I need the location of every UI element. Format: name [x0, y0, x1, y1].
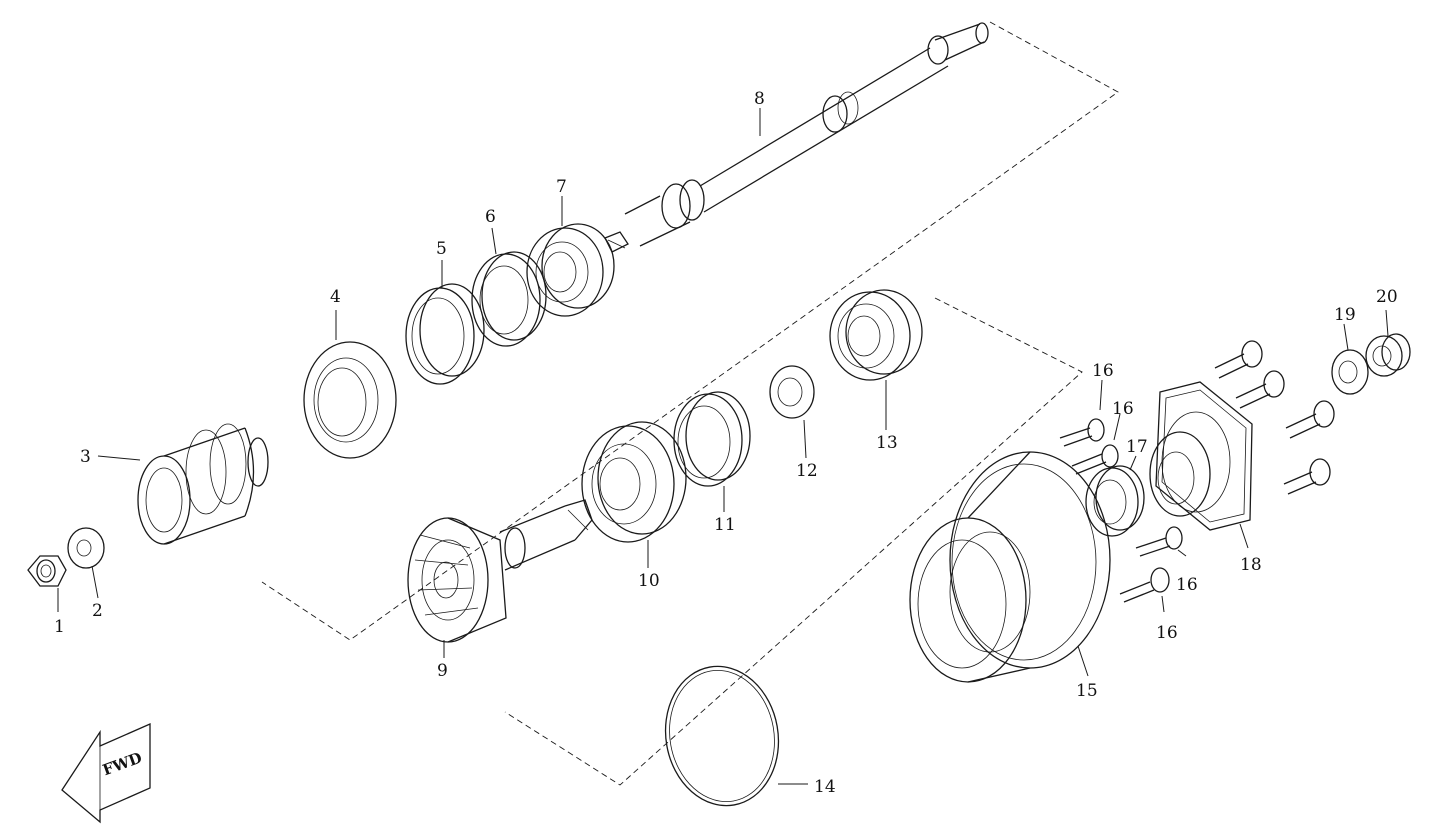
- flange-bolts: [1214, 340, 1335, 495]
- label-part-2: 2: [92, 601, 103, 621]
- label-part-8: 8: [754, 89, 765, 109]
- part-19-washer: [1331, 349, 1369, 395]
- part-11-needle-bearing: [673, 391, 751, 487]
- part-14-o-ring: [664, 665, 780, 807]
- label-part-16-b: 16: [1112, 399, 1134, 419]
- label-part-4: 4: [330, 287, 341, 307]
- part-3-splined-coupler: [137, 423, 269, 545]
- label-part-19: 19: [1334, 305, 1356, 325]
- part-10-ball-bearing: [581, 421, 687, 543]
- part-4-oil-seal: [303, 341, 397, 459]
- label-part-7: 7: [556, 177, 567, 197]
- label-part-9: 9: [437, 661, 448, 681]
- label-part-16-d: 16: [1156, 623, 1178, 643]
- label-part-10: 10: [638, 571, 660, 591]
- fwd-text: FWD: [100, 748, 144, 779]
- part-labels: 1 2 3 4 5 6 7 8 9 10 11 12 13 14 15 16 1…: [54, 89, 1398, 797]
- part-5-seal-ring: [405, 283, 485, 385]
- label-part-5: 5: [436, 239, 447, 259]
- fwd-direction-arrow: FWD: [61, 723, 151, 824]
- part-16-bolts: [1059, 418, 1183, 603]
- part-15-bearing-housing: [909, 451, 1111, 683]
- label-part-20: 20: [1376, 287, 1398, 307]
- part-17-seal: [1085, 465, 1145, 537]
- part-2-washer: [67, 527, 105, 569]
- label-part-15: 15: [1076, 681, 1098, 701]
- label-part-14: 14: [814, 777, 836, 797]
- label-part-13: 13: [876, 433, 898, 453]
- part-1-nut: [27, 555, 67, 587]
- label-part-12: 12: [796, 461, 818, 481]
- part-12-shim: [769, 365, 815, 419]
- bolt-upper-b: [1071, 444, 1119, 475]
- part-13-ball-bearing: [829, 289, 923, 381]
- lower-assembly-guide: [504, 297, 1083, 786]
- label-part-6: 6: [485, 207, 496, 227]
- bolt-lower-a: [1135, 526, 1183, 557]
- bolt-upper-a: [1059, 418, 1105, 447]
- part-7-ball-bearing: [526, 223, 615, 317]
- bolt-lower-b: [1119, 567, 1170, 603]
- part-8-drive-shaft: [604, 22, 989, 253]
- label-part-17: 17: [1126, 437, 1148, 457]
- upper-assembly-guide: [261, 21, 1119, 641]
- label-part-11: 11: [714, 515, 736, 535]
- label-part-18: 18: [1240, 555, 1262, 575]
- label-part-16-a: 16: [1092, 361, 1114, 381]
- label-part-16-c: 16: [1176, 575, 1198, 595]
- part-18-output-flange: [1149, 381, 1253, 531]
- part-9-bevel-gear: [407, 499, 593, 643]
- part-20-nut: [1365, 333, 1411, 377]
- leader-lines: [57, 108, 1389, 785]
- label-part-3: 3: [80, 447, 91, 467]
- label-part-1: 1: [54, 617, 65, 637]
